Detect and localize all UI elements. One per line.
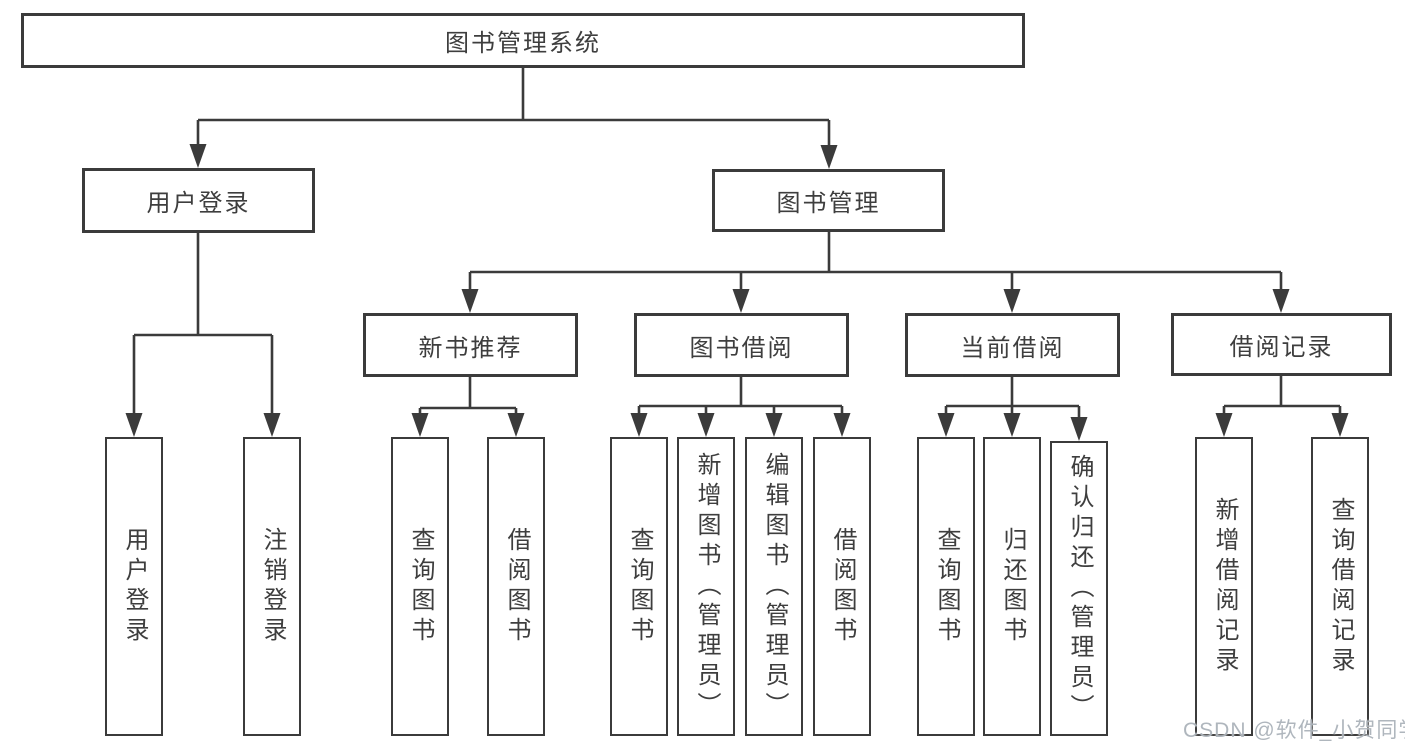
arrowheads (125, 144, 1349, 441)
node-book-borrowing: 图书借阅 (634, 313, 849, 377)
leaf-edit-books-admin: 编辑图书（管理员） (745, 437, 803, 736)
node-user-login: 用户登录 (82, 168, 315, 233)
node-library-management-system: 图书管理系统 (21, 13, 1025, 68)
node-new-book-recommendation: 新书推荐 (363, 313, 578, 377)
leaf-label: 查询图书 (933, 526, 960, 647)
leaf-logout: 注销登录 (243, 437, 301, 736)
leaf-add-borrow-record: 新增借阅记录 (1195, 437, 1253, 736)
leaf-label: 注销登录 (259, 526, 286, 647)
node-book-management: 图书管理 (712, 169, 945, 232)
node-label: 当前借阅 (960, 334, 1065, 362)
leaf-label: 新增图书（管理员） (693, 451, 720, 722)
node-label: 图书管理 (776, 190, 881, 217)
leaf-label: 借阅图书 (829, 526, 856, 647)
leaf-label: 查询借阅记录 (1327, 496, 1354, 677)
node-current-borrowing: 当前借阅 (905, 313, 1120, 377)
node-label: 图书管理系统 (445, 30, 601, 57)
leaf-recommend-borrow-books: 借阅图书 (487, 437, 545, 736)
leaf-label: 新增借阅记录 (1211, 496, 1238, 677)
node-label: 用户登录 (146, 190, 251, 217)
connector-segments (132, 68, 1342, 423)
csdn-watermark: CSDN @软件_小贺同学 (1183, 719, 1405, 742)
leaf-label: 查询图书 (626, 526, 653, 647)
leaf-confirm-return-admin: 确认归还（管理员） (1050, 441, 1108, 736)
leaf-label: 借阅图书 (503, 526, 530, 647)
node-label: 图书借阅 (689, 334, 794, 362)
leaf-add-books-admin: 新增图书（管理员） (677, 437, 735, 736)
leaf-label: 查询图书 (407, 526, 434, 647)
leaf-recommend-query-books: 查询图书 (391, 437, 449, 736)
node-label: 借阅记录 (1229, 334, 1334, 361)
leaf-label: 用户登录 (121, 526, 148, 647)
node-borrowing-records: 借阅记录 (1171, 313, 1392, 376)
leaf-label: 编辑图书（管理员） (761, 451, 788, 722)
node-label: 新书推荐 (418, 334, 523, 362)
leaf-query-borrow-record: 查询借阅记录 (1311, 437, 1369, 736)
leaf-return-books: 归还图书 (983, 437, 1041, 736)
leaf-label: 确认归还（管理员） (1066, 453, 1093, 724)
leaf-borrow-books: 借阅图书 (813, 437, 871, 736)
leaf-borrow-query-books: 查询图书 (610, 437, 668, 736)
leaf-user-login: 用户登录 (105, 437, 163, 736)
leaf-current-query-books: 查询图书 (917, 437, 975, 736)
leaf-label: 归还图书 (999, 526, 1026, 647)
